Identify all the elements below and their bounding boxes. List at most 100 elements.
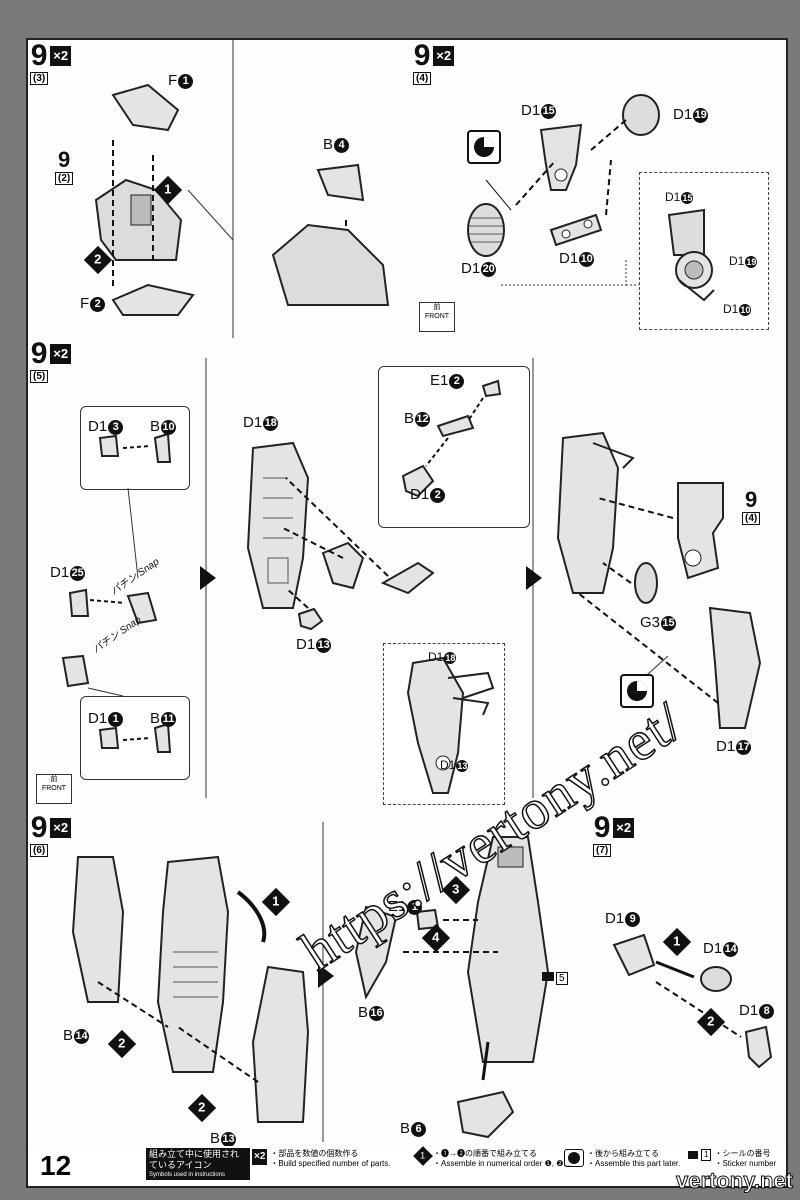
body-assembly-2: [271, 223, 390, 306]
part-d15: [539, 123, 583, 191]
front-indicator: 前 FRONT: [419, 302, 455, 332]
substep-number: (4): [413, 72, 432, 85]
label-num: 13: [221, 1131, 237, 1147]
legend-jp: ・❶→❷の順番で組み立てる: [433, 1149, 537, 1158]
inset-bottom-assembly: [406, 656, 495, 794]
label-num: 4: [334, 137, 350, 153]
part-d10: [549, 213, 603, 247]
legend-en: ・Sticker number: [714, 1159, 777, 1168]
legend-en: ・Assemble in numerical order ❶, ❷...: [433, 1159, 571, 1168]
legend-item-order: 1・❶→❷の順番で組み立てる・Assemble in numerical ord…: [413, 1146, 571, 1169]
front-en: FRONT: [424, 313, 450, 320]
label-text: D1: [729, 254, 745, 268]
part-d13: [297, 607, 324, 631]
multiplier-icon: ×2: [252, 1149, 268, 1165]
order-num: 1: [164, 181, 172, 197]
part-b13: [251, 965, 310, 1123]
multiplier-badge: ×2: [50, 46, 72, 66]
label-text: D1: [296, 636, 316, 653]
leg-frame-right: [556, 431, 635, 594]
front-jp: 前: [50, 776, 58, 783]
detail-inset-top: [378, 366, 530, 528]
front-jp: 前: [433, 304, 441, 311]
inset-assembly: [667, 208, 715, 302]
leg-assembly-2: [466, 836, 550, 1063]
flow-arrow-1: [200, 566, 216, 590]
label-text: D1: [50, 564, 70, 581]
leg-assembly: [156, 855, 230, 1073]
label-num: 14: [723, 941, 739, 957]
step-number: 9: [593, 812, 611, 844]
label-text: B: [358, 1004, 369, 1021]
label-num: 15: [681, 191, 694, 204]
legend-en: ・Assemble this part later.: [587, 1159, 681, 1168]
reference-step: 9(2): [55, 147, 74, 185]
label-num: 13: [456, 759, 469, 772]
assemble-later-icon: [564, 1149, 584, 1167]
front-en: FRONT: [41, 785, 67, 792]
page-number: 12: [40, 1150, 72, 1181]
ref-step-number: 9: [744, 487, 758, 512]
label-num: 1: [178, 73, 194, 89]
label-num: 19: [745, 255, 758, 268]
part-g315: [634, 562, 658, 604]
label-num: 1: [407, 899, 423, 915]
step-number: 9: [30, 812, 48, 844]
part-d114: [700, 966, 732, 992]
label-num: 18: [444, 651, 457, 664]
sticker-number-icon: 1: [701, 1149, 712, 1161]
label-text: B: [150, 418, 161, 435]
flow-arrow: [318, 964, 334, 988]
label-num: 10: [579, 251, 595, 267]
substep-number: (7): [593, 844, 612, 857]
sticker-icon: [542, 972, 554, 981]
label-text: F: [168, 72, 178, 89]
label-num: 10: [739, 303, 752, 316]
label-text: D1: [716, 738, 736, 755]
label-text: B: [210, 1130, 221, 1147]
label-text: E1: [388, 898, 407, 915]
arrows-right: [403, 919, 498, 1081]
legend-title-en: Symbols used in instructions: [149, 1172, 226, 1178]
label-text: B: [150, 710, 161, 727]
step-header: 9(5) ×2: [30, 339, 72, 383]
step-header: 9(7) ×2: [593, 812, 635, 857]
legend-jp: ・部品を数値の個数作る: [270, 1149, 359, 1158]
multiplier-badge: ×2: [613, 818, 635, 838]
ref-step-number: 9: [57, 147, 71, 172]
label-text: D1: [703, 940, 723, 957]
legend-item-sticker: 1・シールの番号・Sticker number: [688, 1149, 776, 1169]
front-indicator: 前 FRONT: [36, 774, 72, 804]
label-text: B: [323, 136, 334, 153]
label-num: 25: [70, 565, 86, 581]
reference-step: 9(4): [742, 487, 761, 525]
multiplier-badge: ×2: [433, 46, 455, 66]
part-d117: [708, 606, 762, 729]
label-text: F: [80, 295, 90, 312]
legend-jp: ・シールの番号: [714, 1149, 771, 1158]
assemble-later-icon: [620, 674, 654, 708]
order-num: 2: [94, 251, 102, 267]
label-text: D1: [88, 710, 108, 727]
step-header: 9(3) ×2: [30, 41, 72, 85]
label-num: 17: [736, 739, 752, 755]
substep-number: (6): [30, 844, 49, 857]
arrows-left: [97, 890, 267, 1083]
sticker-number: 5: [556, 972, 568, 985]
